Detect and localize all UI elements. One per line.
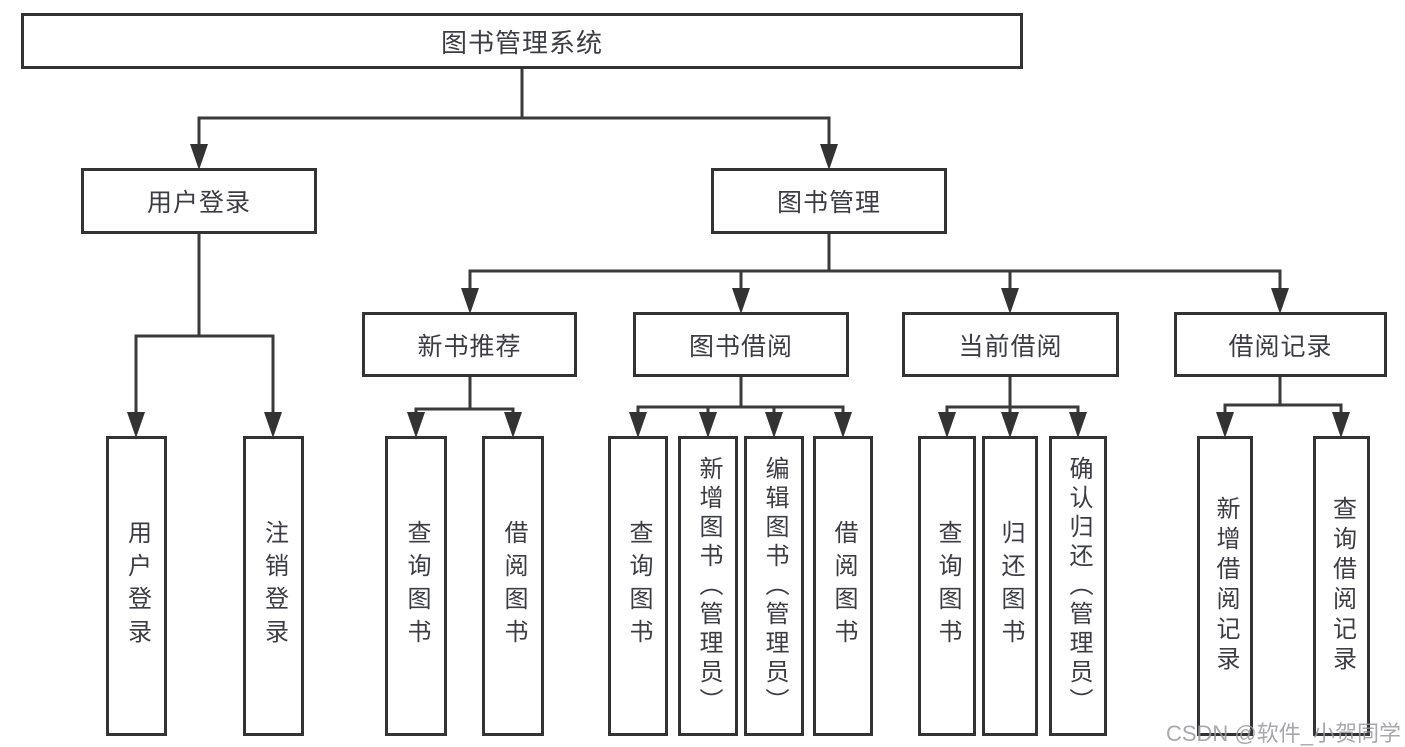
csdn-watermark: CSDN @软件_小贺同学 xyxy=(1165,721,1401,746)
leaf-return-book: 归还图书 xyxy=(982,436,1038,736)
leaf-query-books-recommend: 查询图书 xyxy=(385,436,447,736)
node-book-management: 图书管理 xyxy=(711,168,947,234)
leaf-label: 新增图书（管理员） xyxy=(695,455,722,717)
leaf-borrow-books-borrowing: 借阅图书 xyxy=(813,436,873,736)
leaf-label: 查询图书 xyxy=(403,520,430,652)
leaf-user-login: 用户登录 xyxy=(106,436,167,736)
leaf-borrow-books-recommend: 借阅图书 xyxy=(482,436,544,736)
node-current-borrowing: 当前借阅 xyxy=(902,312,1119,377)
node-label: 图书管理系统 xyxy=(440,27,603,58)
node-book-borrowing: 图书借阅 xyxy=(633,312,849,377)
connector-book-mgmt-subtree xyxy=(468,234,1282,291)
connector-root-to-level2 xyxy=(197,69,831,147)
leaf-label: 查询图书 xyxy=(934,520,961,652)
node-label: 当前借阅 xyxy=(958,332,1063,361)
leaf-query-borrow-record: 查询借阅记录 xyxy=(1313,436,1370,736)
node-borrow-records: 借阅记录 xyxy=(1174,312,1387,377)
leaf-logout: 注销登录 xyxy=(243,436,304,736)
leaf-add-borrow-record: 新增借阅记录 xyxy=(1197,436,1253,736)
leaf-label: 用户登录 xyxy=(123,520,151,652)
node-label: 图书借阅 xyxy=(688,332,793,361)
leaf-label: 查询借阅记录 xyxy=(1328,496,1356,676)
leaf-label: 新增借阅记录 xyxy=(1212,496,1239,676)
leaf-label: 编辑图书（管理员） xyxy=(761,455,788,717)
leaf-label: 借阅图书 xyxy=(830,520,857,652)
connector-current-borrow-subtree xyxy=(945,377,1080,415)
leaf-confirm-return-admin: 确认归还（管理员） xyxy=(1049,436,1107,736)
node-library-management-system: 图书管理系统 xyxy=(21,13,1023,69)
leaf-label: 借阅图书 xyxy=(500,520,527,652)
leaf-label: 确认归还（管理员） xyxy=(1065,455,1092,717)
connector-book-borrow-subtree xyxy=(636,377,845,415)
node-label: 图书管理 xyxy=(776,189,881,217)
connector-user-login-subtree xyxy=(134,234,275,415)
connector-borrow-record-subtree xyxy=(1223,377,1343,415)
leaf-add-book-admin: 新增图书（管理员） xyxy=(678,436,738,736)
leaf-label: 注销登录 xyxy=(260,520,288,652)
arrowheads xyxy=(127,144,1350,438)
connector-new-book-subtree xyxy=(414,377,515,415)
leaf-query-books-borrowing: 查询图书 xyxy=(608,436,668,736)
node-label: 新书推荐 xyxy=(417,332,522,361)
node-user-login: 用户登录 xyxy=(81,168,317,234)
node-label: 用户登录 xyxy=(146,189,251,217)
leaf-query-books-current: 查询图书 xyxy=(918,436,976,736)
leaf-edit-book-admin: 编辑图书（管理员） xyxy=(744,436,804,736)
leaf-label: 查询图书 xyxy=(625,520,652,652)
leaf-label: 归还图书 xyxy=(997,520,1024,652)
node-label: 借阅记录 xyxy=(1228,332,1333,361)
node-new-book-recommend: 新书推荐 xyxy=(362,312,577,377)
